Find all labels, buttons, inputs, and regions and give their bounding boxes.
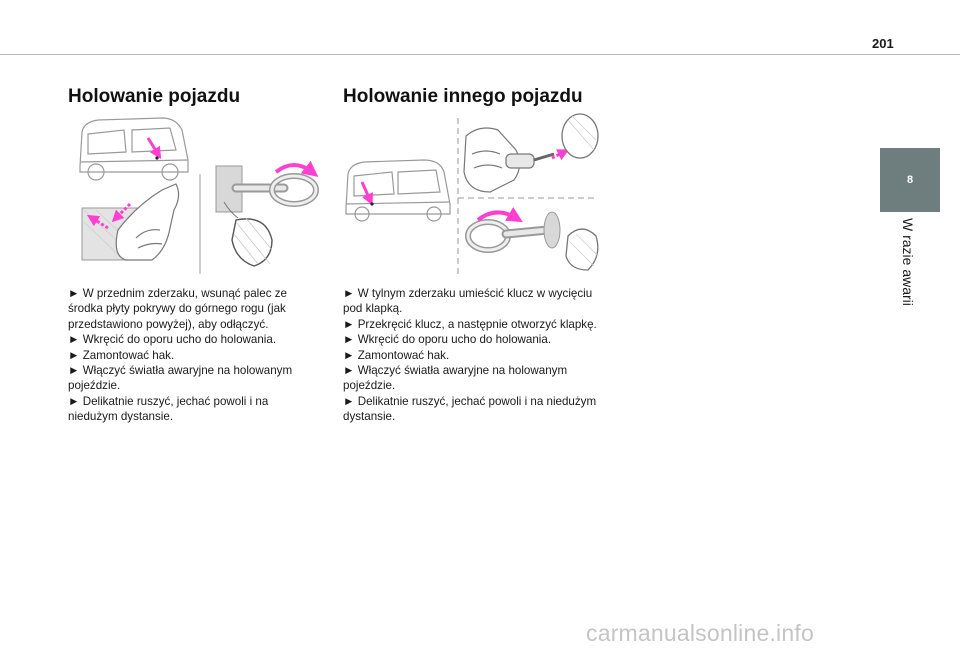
open-flap-drawing [565, 228, 599, 271]
instruction-step: ► Delikatnie ruszyć, jechać powoli i na … [343, 394, 597, 424]
pink-arrow-icon [86, 214, 109, 230]
instruction-step: ► Zamontować hak. [343, 348, 450, 362]
left-section-heading: Holowanie pojazdu [68, 86, 241, 107]
page-number: 201 [872, 36, 894, 51]
right-instructions: ► W tylnym zderzaku umieścić klucz w wyc… [343, 286, 613, 425]
header-rule [0, 54, 960, 55]
watermark: carmanualsonline.info [586, 620, 814, 646]
chapter-number: 8 [906, 174, 914, 186]
instruction-step: ► Przekręcić klucz, a następnie otworzyć… [343, 317, 597, 331]
tow-eye-drawing [465, 211, 561, 253]
instruction-step: ► Włączyć światła awaryjne na holowanym … [343, 364, 568, 393]
chapter-label: W razie awarii [900, 218, 916, 306]
towing-own-vehicle-illustration [79, 117, 319, 274]
instruction-step: ► Zamontować hak. [68, 348, 175, 362]
pink-arrow-icon [551, 149, 570, 161]
rear-flap-drawing [561, 113, 599, 159]
pink-arrow-icon [146, 137, 162, 160]
instruction-step: ► W przednim zderzaku, wsunąć palec ze ś… [68, 287, 287, 331]
rotate-arrow-icon [274, 160, 319, 177]
removed-cover-drawing [223, 201, 273, 267]
pink-arrow-icon [111, 202, 132, 223]
right-section-heading: Holowanie innego pojazdu [343, 86, 583, 107]
instruction-step: ► Delikatnie ruszyć, jechać powoli i na … [68, 394, 269, 424]
van-front-drawing [79, 117, 189, 181]
van-rear-drawing [345, 159, 451, 222]
instruction-step: ► Włączyć światła awaryjne na holowanym … [68, 364, 293, 393]
hand-with-key-drawing [463, 127, 555, 193]
pink-arrow-icon [360, 181, 374, 206]
towing-other-vehicle-illustration [345, 113, 599, 278]
tow-eye-drawing [215, 165, 319, 213]
instruction-step: ► Wkręcić do oporu ucho do holowania. [68, 333, 277, 347]
instruction-step: ► Wkręcić do oporu ucho do holowania. [343, 333, 552, 347]
rotate-arrow-icon [476, 207, 523, 223]
hand-drawing [115, 183, 180, 261]
left-instructions: ► W przednim zderzaku, wsunąć palec ze ś… [68, 286, 308, 425]
instruction-step: ► W tylnym zderzaku umieścić klucz w wyc… [343, 287, 593, 316]
chapter-tab[interactable]: 8 [880, 148, 940, 212]
